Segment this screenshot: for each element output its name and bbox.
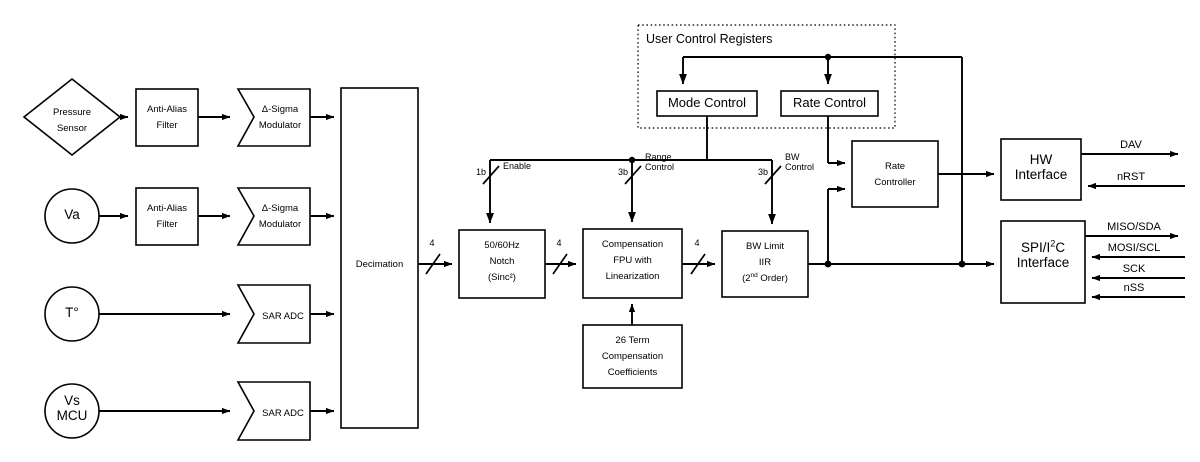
shape-outlines (22, 77, 1086, 441)
hw-interface-shape (1000, 138, 1082, 201)
sck-signal-label: SCK (1122, 263, 1146, 275)
rate-controller-label: Rate Controller (874, 161, 916, 188)
sar-adc-2-label: SAR ADC (262, 408, 304, 419)
va-label: Va (64, 207, 80, 222)
anti-alias-filter-2-label: Anti-Alias Filter (146, 203, 188, 230)
coefficients-shape (582, 324, 683, 389)
nss-signal-label: nSS (1123, 282, 1145, 294)
compensation-fpu-shape (582, 228, 683, 299)
sar-adc-2-shape (236, 381, 311, 441)
fpu-out-width-label: 4 (694, 238, 700, 248)
dav-signal-label: DAV (1120, 139, 1142, 151)
notch-label: 50/60Hz Notch (Sinc²) (484, 240, 520, 283)
sar-adc-1-label: SAR ADC (262, 311, 304, 322)
rate-control-shape (780, 90, 879, 117)
pressure-sensor-label: Pressure Sensor (52, 107, 91, 134)
mode-control-label[interactable]: Mode Control (667, 95, 747, 110)
spi-i2c-interface-shape (1000, 220, 1086, 304)
user-control-registers-title: User Control Registers (646, 32, 773, 46)
sar-adc-1-shape (236, 284, 311, 344)
wire-junctions (628, 53, 966, 268)
bw-limit-iir-label: BW Limit IIR (2nd Order) (742, 241, 788, 284)
decimation-label: Decimation (355, 259, 404, 270)
mosi-scl-signal-label: MOSI/SCL (1107, 242, 1161, 254)
anti-alias-filter-1-shape (135, 88, 199, 147)
notch-out-width-label: 4 (556, 238, 562, 248)
temperature-label: T° (65, 305, 79, 320)
hw-interface-label: HW Interface (1014, 152, 1068, 183)
mode-control-shape (656, 90, 758, 117)
rate-control-label[interactable]: Rate Control (793, 95, 866, 110)
enable-tap-bits: 1b (475, 167, 486, 177)
delta-sigma-modulator-2-shape (236, 187, 311, 246)
anti-alias-filter-1-label: Anti-Alias Filter (146, 104, 188, 131)
nrst-signal-label: nRST (1116, 171, 1146, 183)
decimation-out-width-label: 4 (429, 238, 435, 248)
pressure-sensor-shape (22, 77, 122, 157)
user-control-registers-group-box (637, 24, 896, 129)
vs-mcu-label: Vs MCU (56, 393, 88, 424)
anti-alias-filter-2-shape (135, 187, 199, 246)
enable-tap-name: Enable (503, 161, 532, 171)
bw-control-tap-name: BW Control (785, 152, 815, 173)
range-control-tap-bits: 3b (617, 167, 628, 177)
miso-sda-signal-label: MISO/SDA (1107, 221, 1161, 233)
compensation-fpu-label: Compensation FPU with Linearization (601, 239, 664, 282)
delta-sigma-modulator-1-label: Δ-Sigma Modulator (258, 104, 302, 131)
delta-sigma-modulator-1-shape (236, 88, 311, 147)
coefficients-label: 26 Term Compensation Coefficients (601, 335, 664, 378)
decimation-shape (340, 87, 419, 429)
spi-i2c-interface-label: SPI/I2C Interface (1016, 238, 1070, 271)
bw-control-tap-bits: 3b (757, 167, 768, 177)
delta-sigma-modulator-2-label: Δ-Sigma Modulator (258, 203, 302, 230)
range-control-tap-name: Range Control (645, 152, 675, 173)
bus-width-slashes (425, 165, 782, 275)
bw-limit-iir-shape (721, 230, 809, 298)
